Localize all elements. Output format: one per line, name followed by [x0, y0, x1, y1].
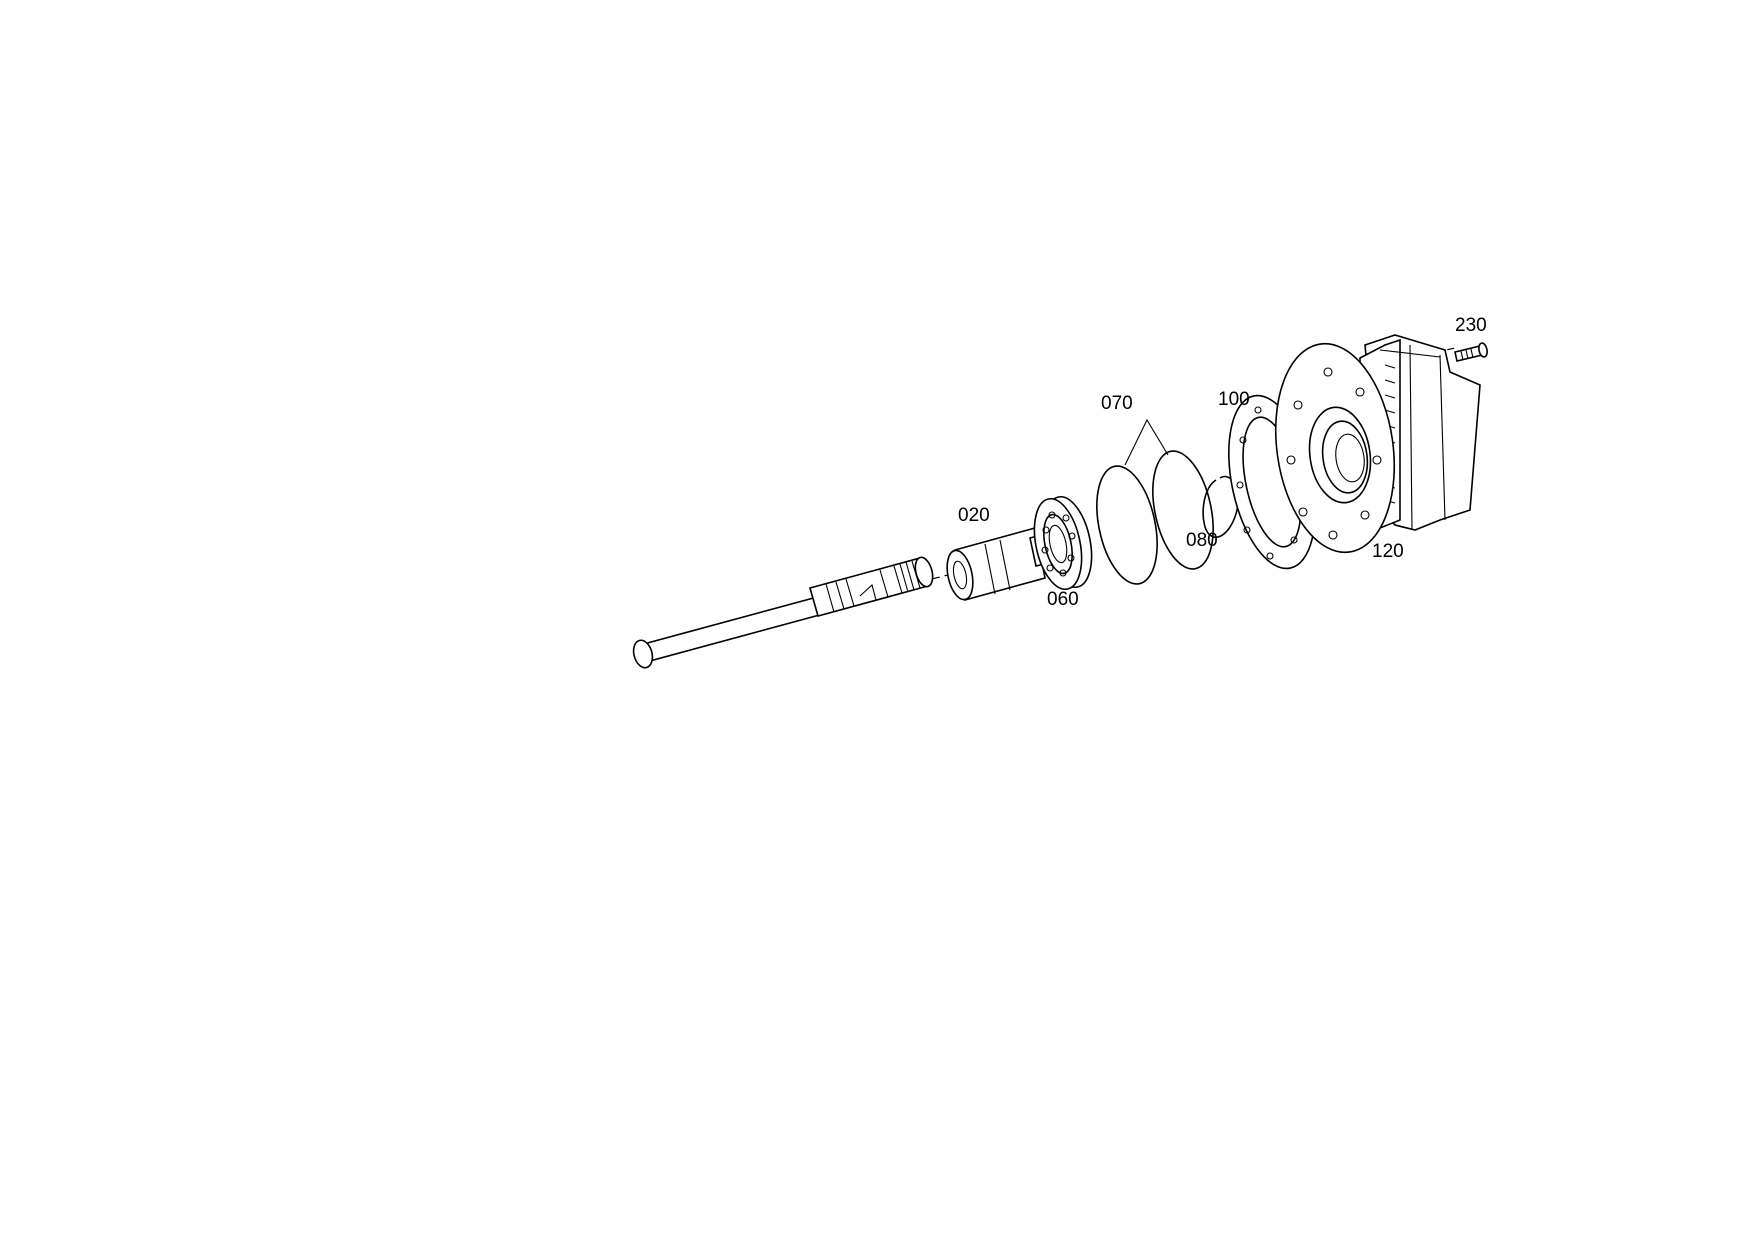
part-120-housing	[1274, 334, 1481, 554]
label-020: 020	[958, 505, 990, 526]
label-060: 060	[1047, 589, 1079, 610]
label-080: 080	[1186, 530, 1218, 551]
part-060-bearing	[1033, 495, 1093, 591]
label-230: 230	[1455, 315, 1487, 336]
label-100: 100	[1218, 389, 1250, 410]
part-230-screw	[1454, 342, 1488, 362]
shaft	[632, 556, 934, 669]
part-070-rings	[1096, 418, 1214, 585]
label-120: 120	[1372, 541, 1404, 562]
label-070: 070	[1101, 393, 1133, 414]
